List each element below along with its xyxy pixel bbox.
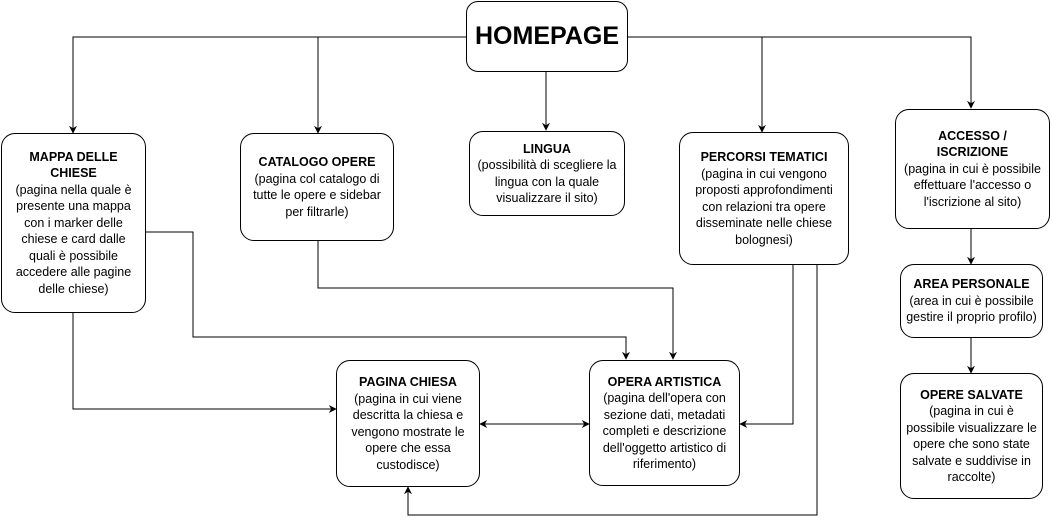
opera-description: (pagina dell'opera con sezione dati, met… bbox=[602, 391, 727, 471]
edge-home-to-percorsi bbox=[628, 36, 766, 133]
opere-salvate-title: OPERE SALVATE bbox=[920, 387, 1023, 402]
lingua-description: (possibilità di scegliere la lingua con … bbox=[477, 158, 617, 205]
catalogo-description: (pagina col catalogo di tutte le opere e… bbox=[253, 171, 381, 219]
area-title: AREA PERSONALE bbox=[913, 277, 1030, 292]
node-catalogo-opere: CATALOGO OPERE (pagina col catalogo di t… bbox=[240, 133, 394, 241]
edge-percorsi-to-opera bbox=[739, 265, 794, 428]
chiesa-title: PAGINA CHIESA bbox=[359, 375, 457, 389]
edge-mappa-to-chiesa bbox=[72, 313, 337, 413]
lingua-title: LINGUA bbox=[523, 141, 571, 156]
node-area-personale: AREA PERSONALE (area in cui è possibile … bbox=[900, 264, 1043, 338]
chiesa-description: (pagina in cui viene descritta la chiesa… bbox=[351, 391, 465, 472]
edge-home-to-accesso bbox=[628, 36, 975, 109]
area-description: (area in cui è possibile gestire il prop… bbox=[906, 293, 1037, 325]
node-opera-artistica: OPERA ARTISTICA (pagina dell'opera con s… bbox=[589, 360, 740, 486]
mappa-title: MAPPA DELLE CHIESE bbox=[29, 149, 118, 181]
percorsi-title: PERCORSI TEMATICI bbox=[700, 150, 828, 164]
edge-home-to-mappa bbox=[69, 36, 466, 134]
node-percorsi-tematici: PERCORSI TEMATICI (pagina in cui vengono… bbox=[679, 132, 849, 265]
homepage-title: HOMEPAGE bbox=[475, 22, 619, 50]
node-opere-salvate: OPERE SALVATE (pagina in cui è possibile… bbox=[900, 373, 1043, 499]
node-homepage: HOMEPAGE bbox=[466, 1, 628, 72]
mappa-description: (pagina nella quale è presente una mappa… bbox=[15, 182, 132, 296]
edge-catalogo-to-opera bbox=[317, 241, 677, 360]
edge-mappa-to-opera bbox=[146, 231, 630, 360]
node-pagina-chiesa: PAGINA CHIESA (pagina in cui viene descr… bbox=[336, 360, 480, 487]
percorsi-description: (pagina in cui vengono proposti approfon… bbox=[695, 166, 833, 247]
catalogo-title: CATALOGO OPERE bbox=[258, 155, 376, 169]
node-lingua: LINGUA (possibilità di scegliere la ling… bbox=[469, 131, 625, 216]
accesso-title: ACCESSO / ISCRIZIONE bbox=[936, 128, 1009, 160]
edge-percorsi-to-chiesa bbox=[404, 265, 818, 516]
accesso-description: (pagina in cui è possibile effettuare l'… bbox=[904, 161, 1041, 209]
node-accesso-iscrizione: ACCESSO / ISCRIZIONE (pagina in cui è po… bbox=[895, 109, 1050, 229]
opera-title: OPERA ARTISTICA bbox=[607, 374, 722, 389]
opere-salvate-description: (pagina in cui è possibile visualizzare … bbox=[906, 404, 1037, 484]
node-mappa-delle-chiese: MAPPA DELLE CHIESE (pagina nella quale è… bbox=[1, 133, 146, 313]
